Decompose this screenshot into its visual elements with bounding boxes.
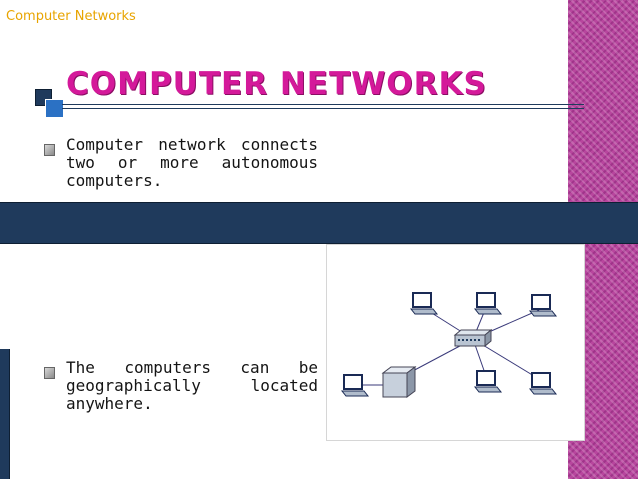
- laptop-icon: [473, 370, 503, 393]
- bullet-icon: [44, 367, 55, 379]
- laptop-icon: [528, 294, 558, 317]
- hub-icon: [453, 328, 493, 348]
- slide-title: COMPUTER NETWORKS: [66, 66, 487, 102]
- network-diagram: [326, 244, 585, 441]
- laptop-icon: [528, 372, 558, 395]
- laptop-icon: [409, 292, 439, 315]
- bullet-text-1: Computer network connects two or more au…: [66, 135, 318, 190]
- left-decorative-bar: [0, 349, 10, 479]
- laptop-icon: [340, 374, 370, 397]
- header-label: Computer Networks: [6, 9, 136, 24]
- title-underline: [62, 104, 584, 109]
- server-icon: [381, 366, 417, 398]
- bullet-text-2: The computers can be geographically loca…: [66, 358, 318, 413]
- bullet-icon: [44, 144, 55, 156]
- laptop-icon: [473, 292, 503, 315]
- horizontal-band: [0, 202, 638, 244]
